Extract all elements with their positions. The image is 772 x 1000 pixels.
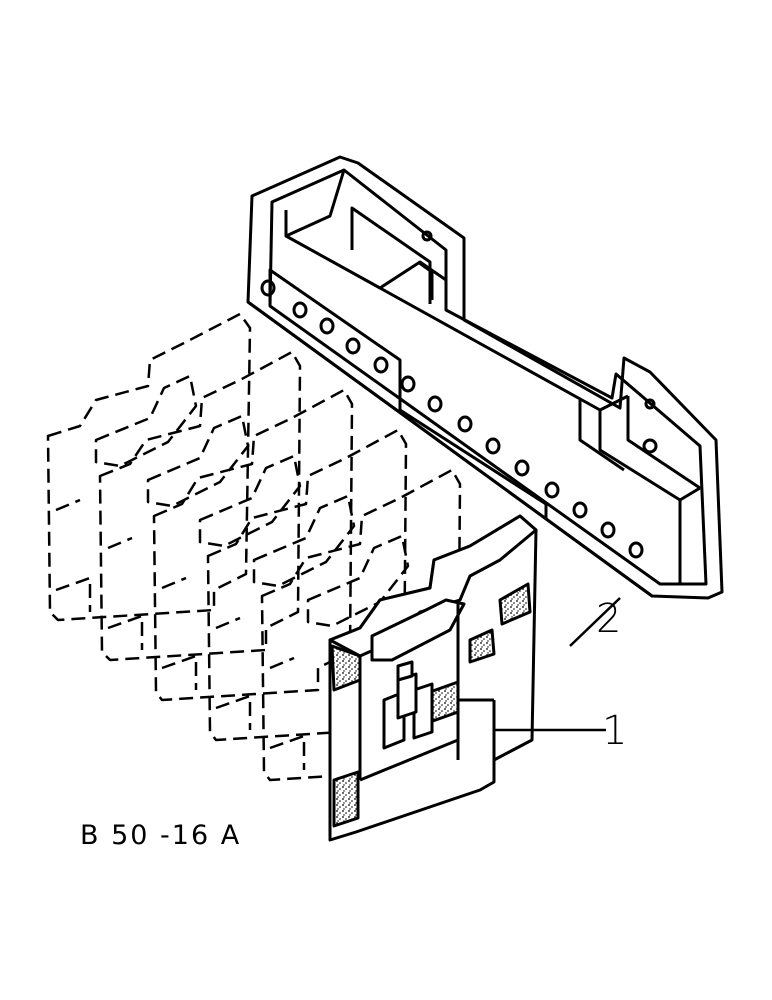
bracket-holes — [260, 279, 644, 559]
front-weight — [328, 514, 538, 842]
phantom-weight-stack — [46, 312, 462, 782]
callout-number-1: 1 — [602, 708, 628, 754]
weight-bracket — [246, 155, 724, 600]
leader-line-2 — [569, 597, 621, 647]
ih-logo — [382, 660, 434, 750]
figure-code: B 50 -16 A — [80, 820, 242, 851]
callout-number-2: 2 — [596, 596, 622, 642]
leader-lines — [494, 597, 621, 732]
